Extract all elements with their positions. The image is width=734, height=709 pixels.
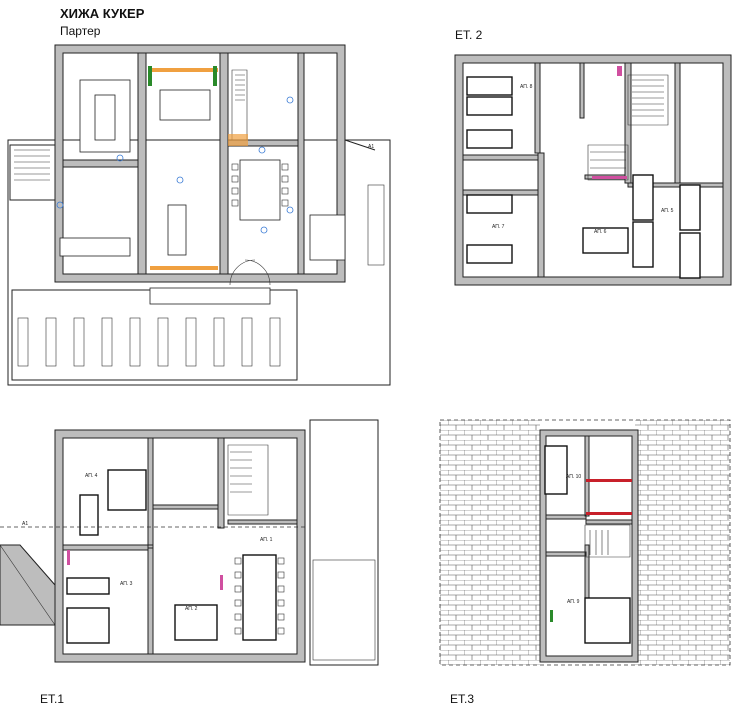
room-label: АП. 4 xyxy=(85,473,98,479)
floor-3-label: ЕТ.3 xyxy=(450,692,475,706)
section-marker-a1: A1 xyxy=(368,144,374,150)
drawing-title: ХИЖА КУКЕР xyxy=(60,6,145,21)
floor-2-plan: АП. 8 АП. 7 АП. 6 АП. 5 xyxy=(454,54,732,286)
room-label: АП. 5 xyxy=(661,208,674,214)
floor-2-label: ЕТ. 2 xyxy=(455,28,483,42)
room-label: АП. 6 xyxy=(594,229,607,235)
room-label: АП. 9 xyxy=(567,599,580,605)
floor-1-label: ЕТ.1 xyxy=(40,692,65,706)
room-label: АП. 8 xyxy=(520,84,533,90)
ground-floor-plan: A1 xyxy=(7,44,391,386)
room-label: АП. 1 xyxy=(260,537,273,543)
terrace-benches xyxy=(17,317,281,367)
entrance-stair xyxy=(9,144,56,201)
room-label: АП. 3 xyxy=(120,581,133,587)
section-marker-a1: A1 xyxy=(22,521,28,527)
ground-floor-label: Партер xyxy=(60,24,101,38)
floor-1-plan: A1 АП. 4 АП. 3 АП. 2 АП. 1 xyxy=(0,419,379,666)
room-label: АП. 2 xyxy=(185,606,198,612)
room-label: АП. 10 xyxy=(566,474,581,480)
room-label: АП. 7 xyxy=(492,224,505,230)
floor-3-plan: АП. 10 АП. 9 xyxy=(439,419,731,666)
